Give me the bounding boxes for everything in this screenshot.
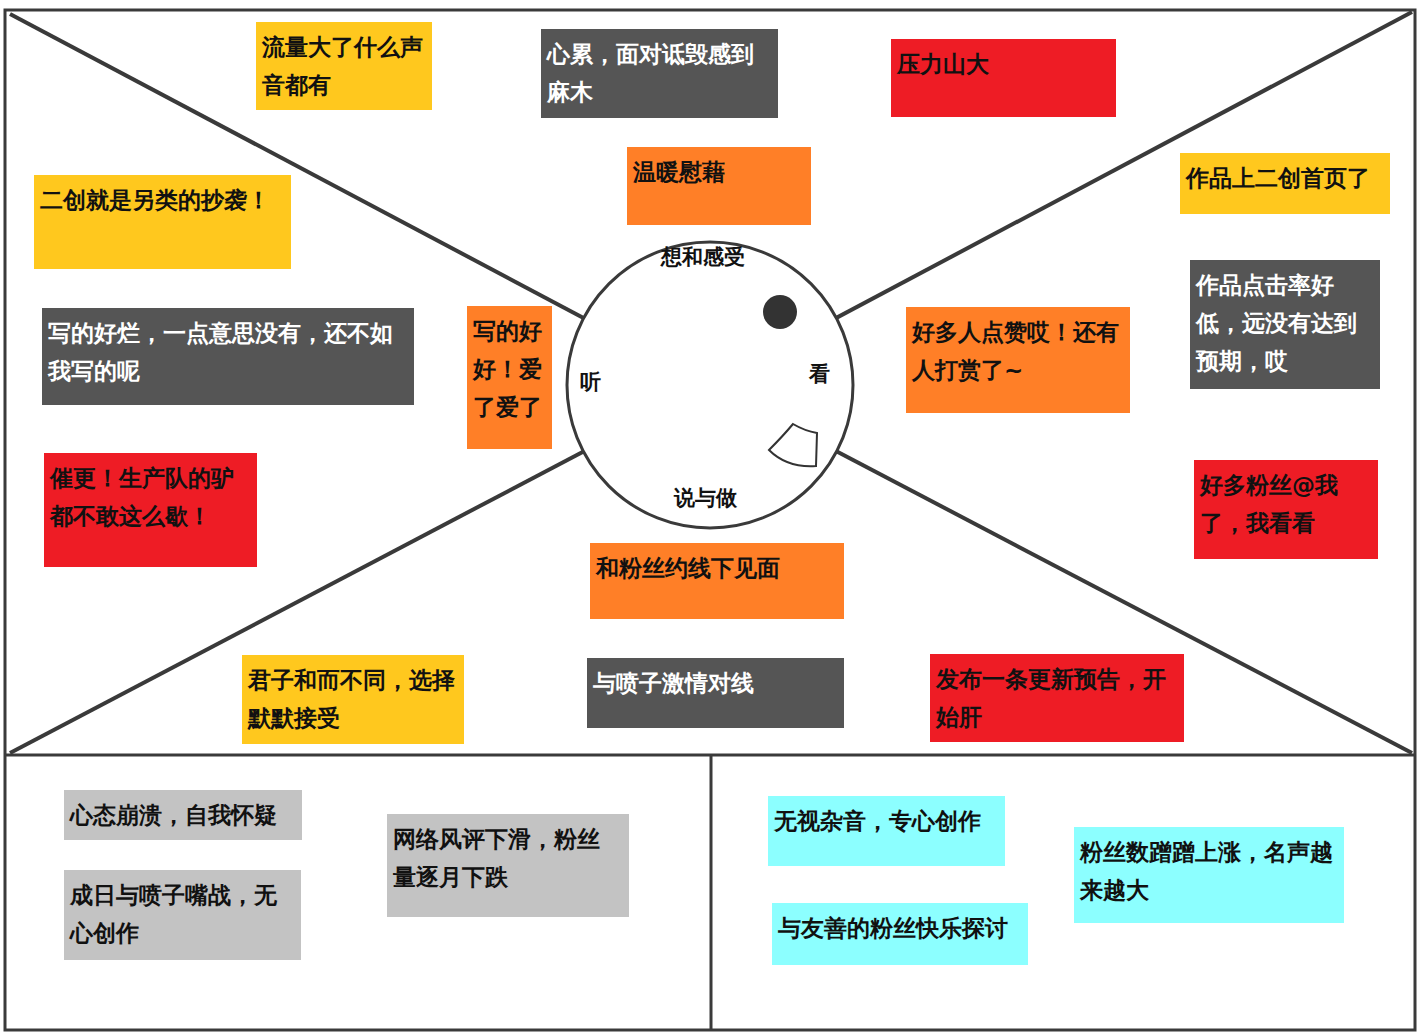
- sticky-note: 压力山大: [891, 39, 1116, 117]
- note-text: 和粉丝约线下见面: [596, 549, 836, 587]
- note-text: 成日与喷子嘴战，无心创作: [70, 876, 293, 952]
- sticky-note: 无视杂音，专心创作: [768, 796, 1005, 866]
- sticky-note: 好多人点赞哎！还有人打赏了~: [906, 307, 1130, 413]
- quadrant-label: 听: [580, 370, 601, 394]
- note-text: 与友善的粉丝快乐探讨: [778, 909, 1020, 947]
- quadrant-label: 想和感受: [661, 245, 745, 269]
- note-text: 作品上二创首页了: [1186, 159, 1382, 197]
- sticky-note: 成日与喷子嘴战，无心创作: [64, 870, 301, 960]
- sticky-note: 与友善的粉丝快乐探讨: [772, 903, 1028, 965]
- note-text: 催更！生产队的驴都不敢这么歇！: [50, 459, 249, 535]
- note-text: 作品点击率好低，远没有达到预期，哎: [1196, 266, 1372, 380]
- sticky-note: 发布一条更新预告，开始肝: [930, 654, 1184, 742]
- eye-dot: [763, 295, 797, 329]
- sticky-note: 心累，面对诋毁感到麻木: [541, 29, 778, 118]
- sticky-note: 与喷子激情对线: [587, 658, 844, 728]
- sticky-note: 君子和而不同，选择默默接受: [242, 655, 464, 744]
- sticky-note: 作品点击率好低，远没有达到预期，哎: [1190, 260, 1380, 389]
- head-circle: [567, 242, 853, 528]
- outer-frame: [5, 10, 1415, 1030]
- note-text: 粉丝数蹭蹭上涨，名声越来越大: [1080, 833, 1336, 909]
- quadrant-label: 说与做: [674, 486, 737, 510]
- note-text: 心态崩溃，自我怀疑: [70, 796, 294, 834]
- sticky-note: 写的好好！爱了爱了: [467, 306, 552, 449]
- sticky-note: 心态崩溃，自我怀疑: [64, 790, 302, 840]
- sticky-note: 写的好烂，一点意思没有，还不如我写的呢: [42, 308, 414, 405]
- note-text: 二创就是另类的抄袭！: [40, 181, 283, 219]
- note-text: 好多人点赞哎！还有人打赏了~: [912, 313, 1122, 389]
- note-text: 写的好好！爱了爱了: [473, 312, 544, 426]
- note-text: 温暖慰藉: [633, 153, 803, 191]
- sticky-note: 流量大了什么声音都有: [256, 22, 432, 110]
- sticky-note: 网络风评下滑，粉丝量逐月下跌: [387, 814, 629, 917]
- divider-line: [710, 755, 713, 1030]
- note-text: 好多粉丝@我了，我看看: [1200, 466, 1370, 542]
- note-text: 流量大了什么声音都有: [262, 28, 424, 104]
- note-text: 压力山大: [897, 45, 1108, 83]
- note-text: 君子和而不同，选择默默接受: [248, 661, 456, 737]
- sticky-note: 作品上二创首页了: [1180, 153, 1390, 214]
- note-text: 写的好烂，一点意思没有，还不如我写的呢: [48, 314, 406, 390]
- sticky-note: 和粉丝约线下见面: [590, 543, 844, 619]
- quadrant-label: 看: [809, 362, 830, 386]
- note-text: 无视杂音，专心创作: [774, 802, 997, 840]
- note-text: 网络风评下滑，粉丝量逐月下跌: [393, 820, 621, 896]
- sticky-note: 好多粉丝@我了，我看看: [1194, 460, 1378, 559]
- mouth-shape: [769, 424, 817, 466]
- sticky-note: 粉丝数蹭蹭上涨，名声越来越大: [1074, 827, 1344, 923]
- note-text: 与喷子激情对线: [593, 664, 836, 702]
- sticky-note: 温暖慰藉: [627, 147, 811, 225]
- sticky-note: 催更！生产队的驴都不敢这么歇！: [44, 453, 257, 567]
- persona-circle: 想和感受听 看说与做: [565, 240, 855, 530]
- note-text: 发布一条更新预告，开始肝: [936, 660, 1176, 736]
- sticky-note: 二创就是另类的抄袭！: [34, 175, 291, 269]
- note-text: 心累，面对诋毁感到麻木: [547, 35, 770, 111]
